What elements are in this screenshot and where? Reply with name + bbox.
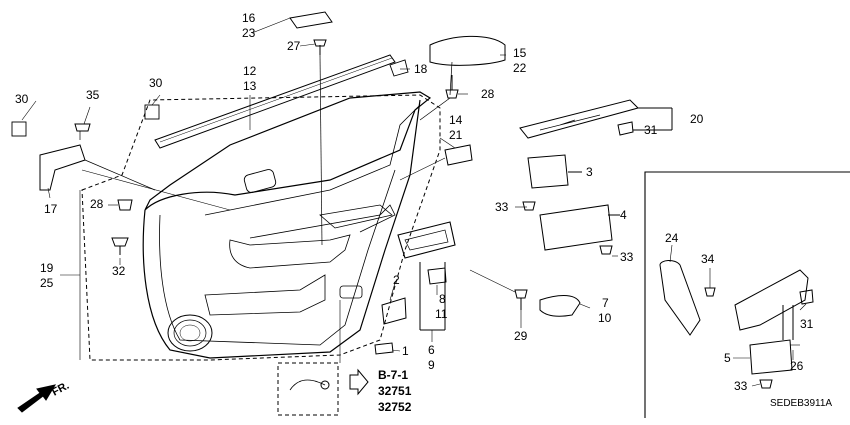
callout-11: 11 [435,307,448,321]
callout-3: 3 [586,165,593,179]
callout-12: 12 [243,64,257,78]
callout-21: 21 [449,128,463,142]
callout-9: 9 [428,358,435,372]
section-reference[interactable]: B-7-1 [378,368,409,382]
door-molding [154,54,396,149]
reference-box [277,362,339,416]
inset-switch-panel [734,269,809,331]
callout-8: 8 [439,292,446,306]
callout-20: 20 [690,112,704,126]
callout-33-inset: 33 [734,379,748,393]
callout-1: 1 [402,344,409,358]
callout-26: 26 [790,359,804,373]
front-direction-arrow [17,384,57,413]
callout-30-top: 30 [149,76,163,90]
callout-15: 15 [513,46,527,60]
inside-handle [397,221,456,259]
diagram-code: SEDEB3911A [770,398,833,409]
callout-29: 29 [514,329,528,343]
callout-19: 19 [40,261,54,275]
callout-31-inset: 31 [800,317,814,331]
callout-17: 17 [44,202,58,216]
callout-18: 18 [414,62,428,76]
callout-2: 2 [393,273,400,287]
callout-32: 32 [112,264,126,278]
door-panel-outline [81,94,441,361]
callout-35: 35 [86,88,100,102]
callout-33-right: 33 [620,250,634,264]
callout-7: 7 [602,296,609,310]
inset-window-switch [749,339,793,375]
armrest-pad [429,35,506,66]
callout-14: 14 [449,113,463,127]
window-switch [527,154,569,189]
callout-34: 34 [701,252,715,266]
callout-10: 10 [598,311,612,325]
callout-33-mid: 33 [495,200,509,214]
callout-24: 24 [665,231,679,245]
callout-25: 25 [40,276,54,290]
callout-23: 23 [242,26,256,40]
callout-22: 22 [513,61,527,75]
part-number-a: 32751 [378,384,412,398]
callout-28-top: 28 [481,87,495,101]
inset-handle [659,260,701,336]
left-bracket [39,144,86,191]
master-switch-panel [519,99,639,139]
callout-27: 27 [287,39,301,53]
callout-13: 13 [243,79,257,93]
handle-bezel [539,295,581,317]
callout-4: 4 [620,208,627,222]
part-number-b: 32752 [378,400,412,414]
door-trim-panel [144,91,432,211]
speaker-grille [167,314,213,352]
callout-16: 16 [242,11,256,25]
trim-cap [381,297,407,325]
callout-6: 6 [428,343,435,357]
callout-28-left: 28 [90,197,104,211]
inset-frame [644,171,850,418]
callout-5: 5 [724,351,731,365]
grommet-cap [289,11,333,29]
callout-31-top: 31 [644,123,658,137]
callout-30-left: 30 [15,92,29,106]
master-switch-unit [539,204,613,251]
switch-bracket [444,144,473,166]
